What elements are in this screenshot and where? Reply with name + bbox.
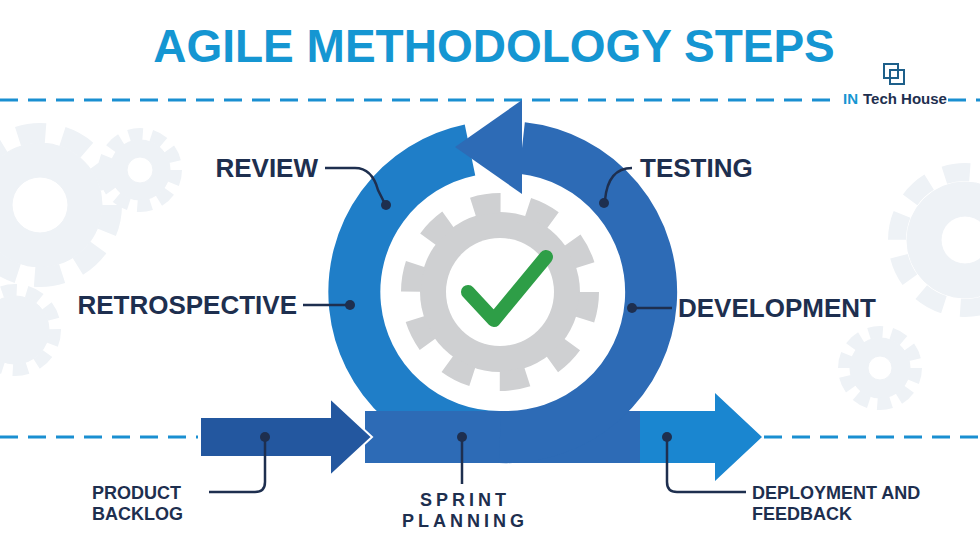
logo-icon — [884, 64, 904, 84]
title: AGILE METHODOLOGY STEPS — [4, 18, 980, 74]
leader-dots — [260, 198, 672, 442]
stage-label: REVIEW — [215, 152, 318, 184]
backlog-arrow — [200, 398, 372, 476]
background-gears — [0, 133, 980, 404]
stage-label: PRODUCT BACKLOG — [92, 483, 204, 525]
cycle-arrowhead — [455, 100, 522, 194]
stage-label: RETROSPECTIVE — [77, 289, 297, 321]
stage-label: TESTING — [640, 152, 753, 184]
logo-text: IN — [843, 90, 858, 107]
stage-label: DEVELOPMENT — [678, 292, 876, 324]
logo-text: Tech House — [863, 90, 947, 107]
stage-label: SPRINT PLANNING — [390, 490, 540, 532]
dashed-rules — [0, 100, 980, 437]
logo: IN Tech House — [843, 90, 947, 107]
leader-lines — [209, 168, 746, 492]
deployment-arrow — [640, 393, 762, 481]
stage-label: DEPLOYMENT AND FEEDBACK — [752, 483, 924, 525]
gear-check-icon — [411, 203, 589, 381]
